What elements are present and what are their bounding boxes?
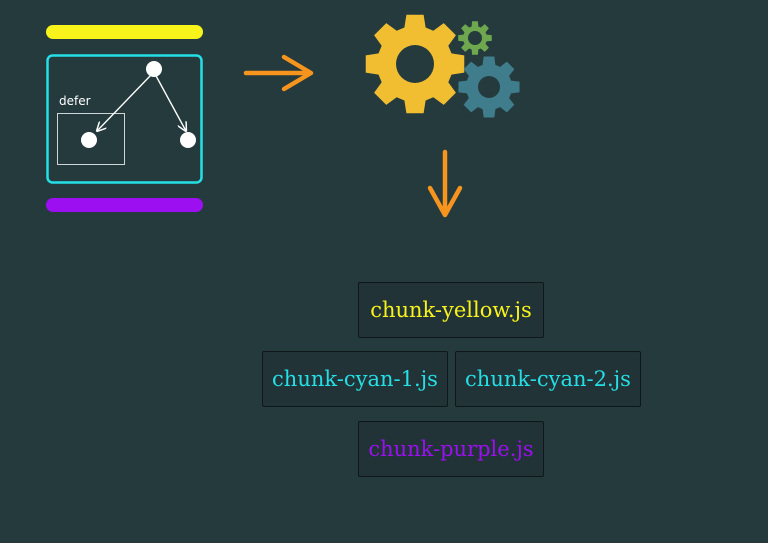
defer-box	[57, 113, 125, 165]
yellow-bar	[46, 25, 203, 39]
edge-to-right-node	[154, 73, 186, 131]
deferred-node	[81, 132, 97, 148]
gear-hole	[396, 45, 434, 83]
chunk-cyan-1-file: chunk-cyan-1.js	[262, 351, 448, 407]
gear-hole	[468, 31, 482, 45]
root-node	[146, 61, 162, 77]
large-gear-icon	[365, 14, 465, 114]
gears-icon	[365, 14, 520, 118]
chunk-cyan-2-file: chunk-cyan-2.js	[455, 351, 641, 407]
chunk-yellow-file: chunk-yellow.js	[358, 282, 544, 338]
edge-to-deferred-node	[97, 73, 153, 131]
small-gear-icon	[458, 21, 492, 55]
defer-label: defer	[59, 94, 91, 108]
right-node	[180, 132, 196, 148]
module-box	[46, 54, 203, 184]
arrow-down-icon	[427, 149, 463, 218]
purple-bar	[46, 198, 203, 212]
medium-gear-icon	[458, 56, 520, 118]
chunk-purple-file: chunk-purple.js	[358, 421, 544, 477]
arrow-right-icon	[243, 54, 314, 92]
gear-hole	[478, 76, 500, 98]
